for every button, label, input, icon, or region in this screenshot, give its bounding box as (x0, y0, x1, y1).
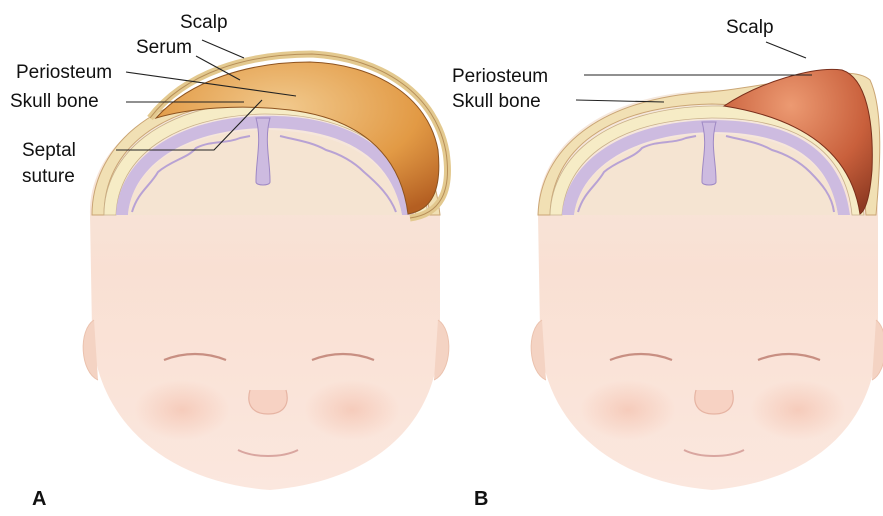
label-scalp-b: Scalp (726, 17, 774, 38)
panel-a: Scalp Serum Periosteum Skull bone Septal… (10, 12, 449, 510)
cheek-right-a (304, 380, 400, 440)
nose-b (695, 390, 733, 414)
label-periosteum-b: Periosteum (452, 66, 548, 87)
label-suture-a: suture (22, 166, 75, 187)
nose-a (249, 390, 287, 414)
falx-b (702, 122, 716, 185)
cheek-left-b (580, 380, 676, 440)
label-septal-a: Septal (22, 140, 76, 161)
label-scalp-a: Scalp (180, 12, 228, 33)
label-skull-bone-b: Skull bone (452, 91, 541, 112)
panel-letter-a: A (32, 488, 46, 510)
cheek-right-b (750, 380, 846, 440)
leader-scalp-a (202, 40, 244, 58)
label-periosteum-a: Periosteum (16, 62, 112, 83)
cheek-left-a (134, 380, 230, 440)
label-skull-bone-a: Skull bone (10, 91, 99, 112)
panel-letter-b: B (474, 488, 488, 510)
leader-scalp-b (766, 42, 806, 58)
panel-b: Scalp Periosteum Skull bone B (452, 17, 883, 510)
falx-a (256, 118, 270, 185)
label-serum-a: Serum (136, 37, 192, 58)
